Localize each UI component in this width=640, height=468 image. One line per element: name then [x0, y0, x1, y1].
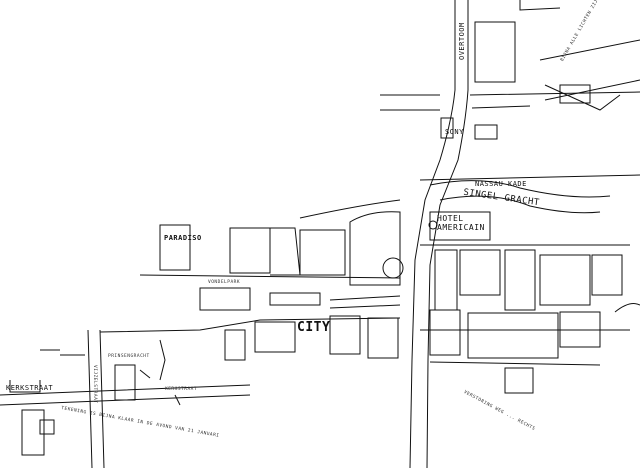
landmark-city: CITY: [297, 320, 331, 335]
street-label-prinsengracht: PRINSENGRACHT: [108, 354, 150, 359]
main-road: [380, 0, 640, 468]
middle-blocks: [139, 211, 404, 311]
street-label-vijzelstraat: VIJZELSTRAAT: [92, 365, 97, 404]
landmark-paradiso: PARADISO: [164, 234, 202, 242]
street-label-nassau-kade: NASSAU KADE: [475, 180, 527, 188]
street-label-kerkstraat-left: KERKSTRAAT: [6, 384, 54, 392]
lower-left-streets: [0, 329, 251, 468]
street-label-overtoom: OVERTOOM: [458, 22, 466, 60]
canal: [299, 174, 640, 219]
landmark-vondelpark: VONDELPARK: [208, 280, 241, 285]
city-block: [99, 315, 401, 361]
landmark-sony: SONY: [445, 128, 464, 136]
lower-right-blocks: [429, 303, 640, 394]
landmark-hotel-americain: HOTEL AMERICAIN: [437, 214, 485, 232]
top-blocks: [440, 0, 640, 140]
street-label-kerkstraat-right: KERKSTRAAT: [165, 387, 198, 392]
